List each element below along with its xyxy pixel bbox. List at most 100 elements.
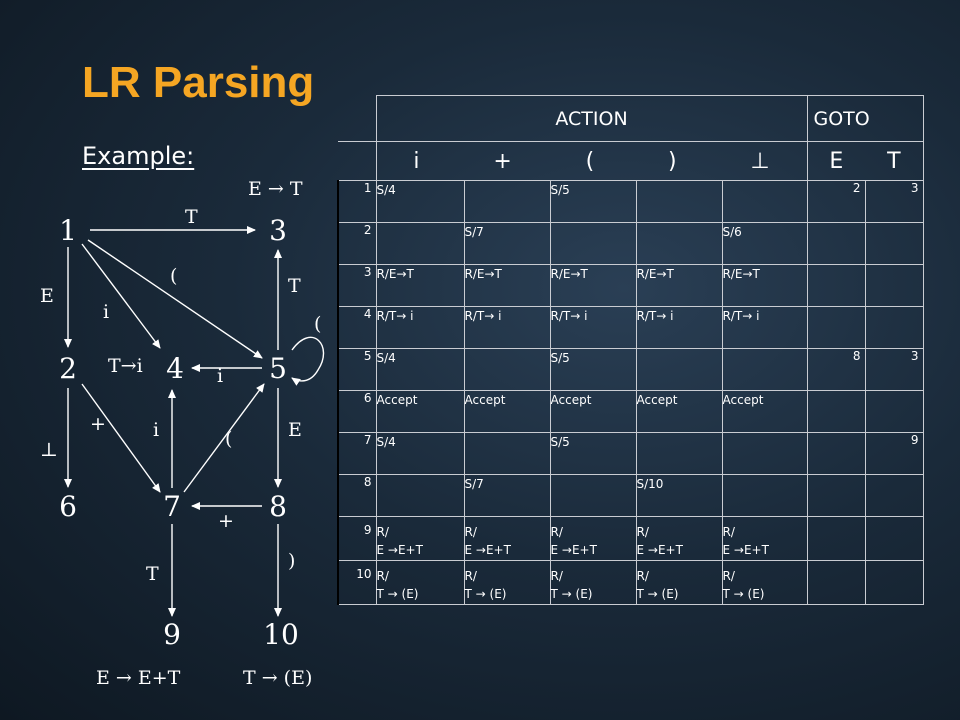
action-cell	[463, 432, 551, 475]
state-node-5: 5	[269, 352, 287, 385]
goto-cell	[806, 516, 866, 561]
goto-cell	[806, 306, 866, 349]
lr-automaton-diagram: 1 2 3 4 5 6 7 8 9 10 E → T T E ( i T ( T…	[40, 178, 325, 689]
action-cell	[549, 222, 637, 265]
action-cell-text: R/T→ i	[376, 309, 414, 323]
action-header: ACTION	[375, 95, 808, 142]
state-number-cell: 8	[337, 474, 377, 517]
goto-header: GOTO	[806, 95, 924, 142]
goto-cell: 9	[864, 432, 924, 475]
slide-title: LR Parsing	[82, 58, 315, 107]
action-cell-text: Accept	[636, 393, 678, 407]
action-cell-text: R/	[464, 569, 477, 583]
action-cell: S/4	[375, 432, 465, 475]
action-cell: Accept	[549, 390, 637, 433]
corner-cell-2	[338, 141, 377, 181]
edge-2-7	[81, 383, 161, 493]
state-number-cell: 1	[337, 180, 377, 223]
action-cell-text: S/6	[722, 225, 742, 239]
label-i-7-4: i	[153, 419, 159, 441]
action-cell-text: S/5	[550, 351, 570, 365]
label-open-5-loop: (	[314, 313, 321, 335]
state-node-3: 3	[269, 214, 287, 247]
slide-subtitle: Example:	[82, 142, 195, 170]
goto-cell	[806, 222, 866, 265]
action-symbol: +	[493, 148, 512, 174]
action-cell: S/5	[549, 180, 637, 223]
goto-cell: 3	[864, 348, 924, 391]
goto-cell	[864, 306, 924, 349]
state-number-cell: 9	[337, 516, 377, 561]
action-cell-text: R/	[722, 569, 735, 583]
action-cell	[375, 222, 465, 265]
goto-symbols-cell: E T	[806, 141, 924, 181]
action-cell-text: S/4	[376, 351, 396, 365]
goto-cell	[864, 516, 924, 561]
label-e-1-2: E	[40, 285, 54, 307]
action-cell-text: Accept	[464, 393, 506, 407]
goto-cell	[864, 560, 924, 605]
action-cell: S/4	[375, 180, 465, 223]
action-cell-text: R/	[376, 569, 389, 583]
label-t-1-3: T	[185, 206, 198, 228]
state-node-8: 8	[269, 490, 287, 523]
action-cell-text: S/5	[550, 435, 570, 449]
action-cell-text: E →E+T	[636, 543, 683, 557]
goto-cell	[806, 264, 866, 307]
action-cell: R/E→T	[375, 264, 465, 307]
action-cell-text: R/T→ i	[722, 309, 760, 323]
goto-cell: 3	[864, 180, 924, 223]
action-cell: R/T→ i	[549, 306, 637, 349]
action-cell: R/T→ i	[635, 306, 723, 349]
state-node-6: 6	[59, 490, 77, 523]
action-cell	[549, 474, 637, 517]
action-cell-text: R/E→T	[464, 267, 502, 281]
action-cell: R/E→T	[463, 264, 551, 307]
label-e-to-e-plus-t: E → E+T	[96, 667, 181, 689]
action-cell-text: R/	[636, 569, 649, 583]
action-cell	[721, 432, 808, 475]
label-plus-2-7: +	[90, 413, 106, 435]
action-cell-text: T → (E)	[722, 587, 765, 601]
action-cell-text: E →E+T	[550, 543, 597, 557]
action-cell-text: R/T→ i	[636, 309, 674, 323]
action-cell: S/7	[463, 222, 551, 265]
goto-cell	[864, 474, 924, 517]
action-cell-text: Accept	[376, 393, 418, 407]
action-cell-text: E →E+T	[376, 543, 423, 557]
goto-cell	[806, 474, 866, 517]
action-cell: R/E→T	[549, 264, 637, 307]
action-cell-text: S/10	[636, 477, 664, 491]
action-cell	[721, 474, 808, 517]
action-cell-text: E →E+T	[722, 543, 769, 557]
label-t-5-3: T	[288, 275, 301, 297]
label-close-8-10: )	[288, 550, 295, 572]
action-cell-text: R/T→ i	[464, 309, 502, 323]
action-cell-text: R/	[376, 525, 389, 539]
action-cell: R/E →E+T	[721, 516, 808, 561]
action-cell: S/10	[635, 474, 723, 517]
action-cell: R/T→ i	[375, 306, 465, 349]
action-cell-text: T → (E)	[550, 587, 593, 601]
label-open-1-5: (	[170, 265, 177, 287]
action-cell: R/E →E+T	[375, 516, 465, 561]
goto-cell: 8	[806, 348, 866, 391]
action-cell-text: R/E→T	[376, 267, 414, 281]
action-cell: R/T → (E)	[721, 560, 808, 605]
action-cell-text: R/	[722, 525, 735, 539]
action-cell	[375, 474, 465, 517]
action-cell: Accept	[721, 390, 808, 433]
action-cell: R/E→T	[721, 264, 808, 307]
state-number-cell: 5	[337, 348, 377, 391]
action-cell-text: R/	[550, 525, 563, 539]
action-cell: Accept	[635, 390, 723, 433]
label-t-to-i-4: T→i	[108, 355, 143, 377]
action-cell-text: R/	[636, 525, 649, 539]
